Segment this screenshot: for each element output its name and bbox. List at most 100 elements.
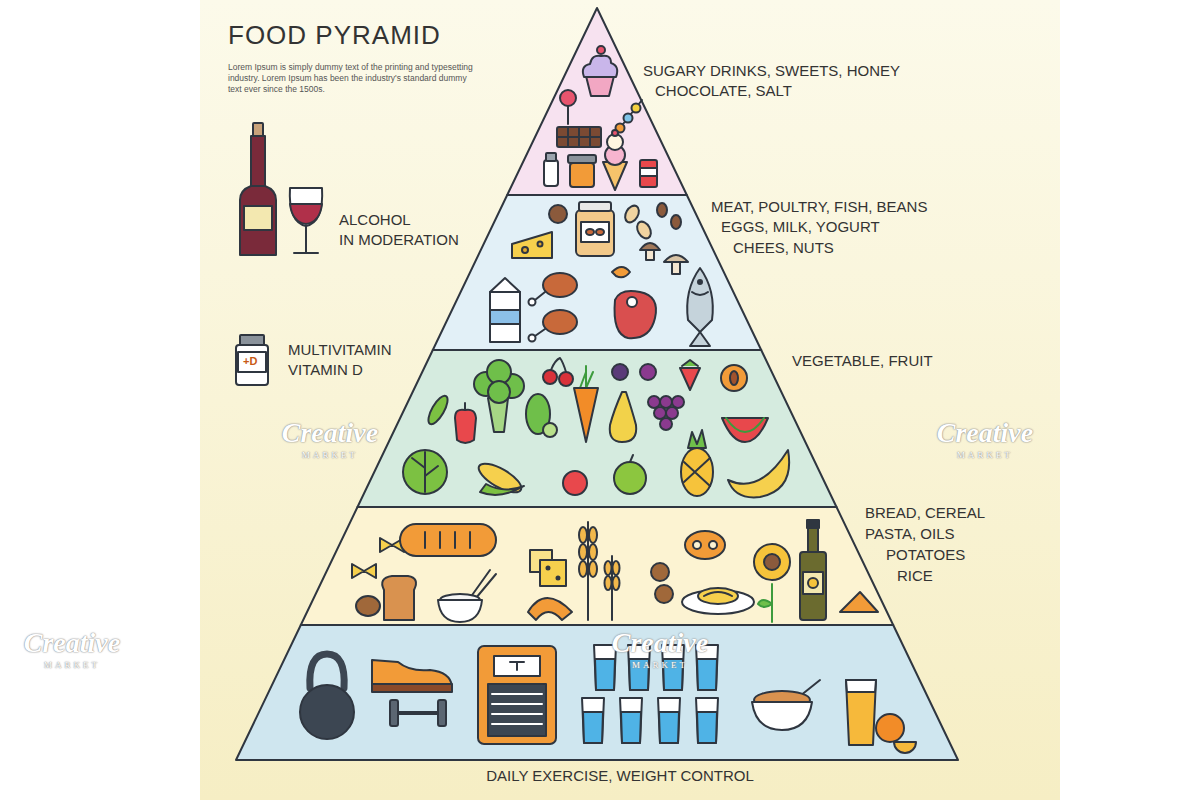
food-icons [660,396,672,408]
tier-label: VEGETABLE, FRUIT [792,352,933,370]
food-icons [352,564,376,578]
food-icons [476,574,496,598]
food-icons [692,292,708,295]
food-icons [612,130,618,136]
food-icons [680,368,700,390]
food-icons [651,563,669,581]
food-icons [543,370,557,384]
panel-ground [200,0,1060,800]
food-icons [557,577,560,580]
side-label: IN MODERATION [339,231,459,249]
side-label: VITAMIN D [288,361,363,379]
food-icons [310,654,344,688]
food-icons [808,578,818,588]
food-icons [403,450,447,494]
tier-label: BREAD, CEREAL [865,504,985,522]
food-icons [492,694,542,724]
food-icons [728,450,789,497]
food-icons [721,365,747,391]
food-icons [535,329,545,336]
food-icons [580,366,593,388]
food-icons [808,528,818,554]
food-icons [589,561,597,577]
food-icons [464,403,466,410]
food-icons [300,46,916,753]
food-icons [589,527,597,543]
food-icons [613,576,620,590]
food-icons [698,588,738,604]
food-icons [490,310,520,324]
food-icons [846,680,876,745]
food-icons [603,162,627,190]
food-icons [666,407,678,419]
food-icons [685,531,725,559]
wine-icon [251,136,265,186]
food-icons [764,554,780,570]
pyramid-tiers [358,350,837,507]
tier-label: MEAT, POULTRY, FISH, BEANS [711,198,927,216]
food-icons [627,297,637,307]
wine-icon [253,123,263,137]
food-icons [543,273,577,297]
food-icons [586,229,594,235]
food-icons [543,423,557,437]
food-icons [697,712,717,743]
intro-note: Lorem Ipsum is simply dummy text of the … [228,62,473,95]
food-icons [681,448,713,496]
food-icons [664,255,688,262]
food-icons [690,332,710,346]
food-icons [529,335,536,342]
food-icons [658,698,680,743]
food-icons [610,392,636,442]
food-icons [655,585,673,603]
food-icons [800,552,826,620]
food-icons [605,576,612,590]
food-icons [574,388,598,442]
food-icons [730,371,738,385]
tier-label: EGGS, MILK, YOGURT [721,218,880,236]
food-icons [568,155,596,163]
food-icons [494,656,540,676]
food-icons [646,250,654,260]
food-icons [672,262,680,274]
food-icons [605,561,612,575]
vitamin-bottle-icon [238,352,266,372]
food-icons [613,561,620,575]
food-icons [543,310,577,334]
food-icons [300,685,354,739]
food-icons [579,527,587,543]
food-icons [510,662,524,670]
food-icons [425,393,451,427]
wine-icon [290,188,322,226]
side-label: MULTIVITAMIN [288,341,392,359]
food-icons [579,561,587,577]
pyramid-tiers [301,507,893,625]
food-icons [579,202,611,211]
food-icons [438,600,482,622]
food-icons [570,163,594,187]
food-icons [671,215,681,229]
food-icons [528,598,572,620]
food-icons [400,524,496,556]
food-icons [630,455,633,462]
pyramid-tiers [236,8,958,760]
food-icons [540,560,566,586]
food-icons [522,247,528,253]
food-icons [640,243,660,250]
wine-icon [244,206,272,230]
food-icons [709,541,717,549]
watermark: MARKET [130,450,530,461]
food-icons [697,659,717,690]
watermark: Creative [130,416,530,450]
food-icons [478,646,556,744]
food-icons [581,222,609,242]
base-label: DAILY EXERCISE, WEIGHT CONTROL [420,767,820,785]
watermark: Creative [785,416,1185,450]
food-icons [557,127,601,147]
food-icons [846,680,876,692]
food-icons [586,76,614,96]
watermark: MARKET [785,450,1185,461]
food-icons [583,712,603,743]
food-icons [490,292,520,342]
